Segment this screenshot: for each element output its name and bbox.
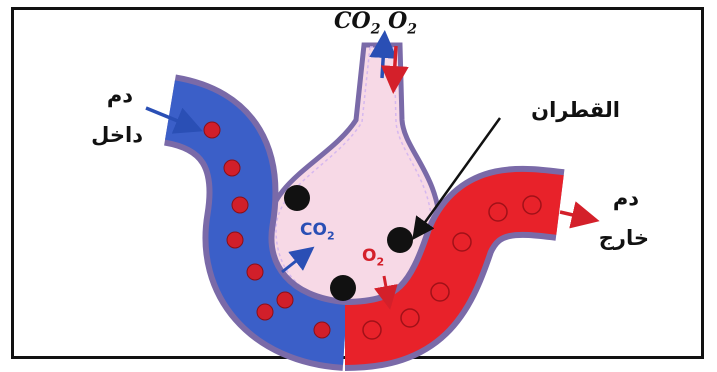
inner-o2-text: O (362, 246, 377, 266)
o2-in-arrow (380, 45, 409, 94)
top-o2-sub: 2 (407, 21, 418, 38)
capillary-pointer (412, 117, 502, 241)
top-o2-label: O (388, 8, 408, 34)
top-co2-label: CO (334, 8, 371, 34)
blood-in-label-line2: داخل (91, 123, 143, 147)
blood-out-label-line2: خارج (598, 226, 649, 250)
blood-in-label-line1: دم (106, 83, 133, 107)
red-blood-cells-out (362, 195, 542, 340)
inner-co2-text: CO (300, 220, 327, 240)
inner-o2-arrow (374, 275, 398, 310)
co2-out-arrow (369, 30, 398, 79)
top-co2-sub: 2 (370, 21, 381, 38)
blood-out-label-line1: دم (612, 186, 639, 210)
inner-co2-arrow (281, 246, 315, 274)
particles (284, 185, 413, 301)
red-blood-cells-in (203, 121, 331, 339)
blood-in-arrow (145, 106, 203, 134)
blood-out-arrow (559, 201, 600, 229)
top-gas-label: CO2 O2 (334, 10, 417, 36)
inner-co2-label: CO2 (300, 220, 335, 243)
inner-o2-sub: 2 (376, 255, 385, 269)
capillary-label: القطران (531, 98, 620, 122)
inner-co2-sub: 2 (326, 229, 335, 243)
inner-o2-label: O2 (362, 246, 385, 269)
